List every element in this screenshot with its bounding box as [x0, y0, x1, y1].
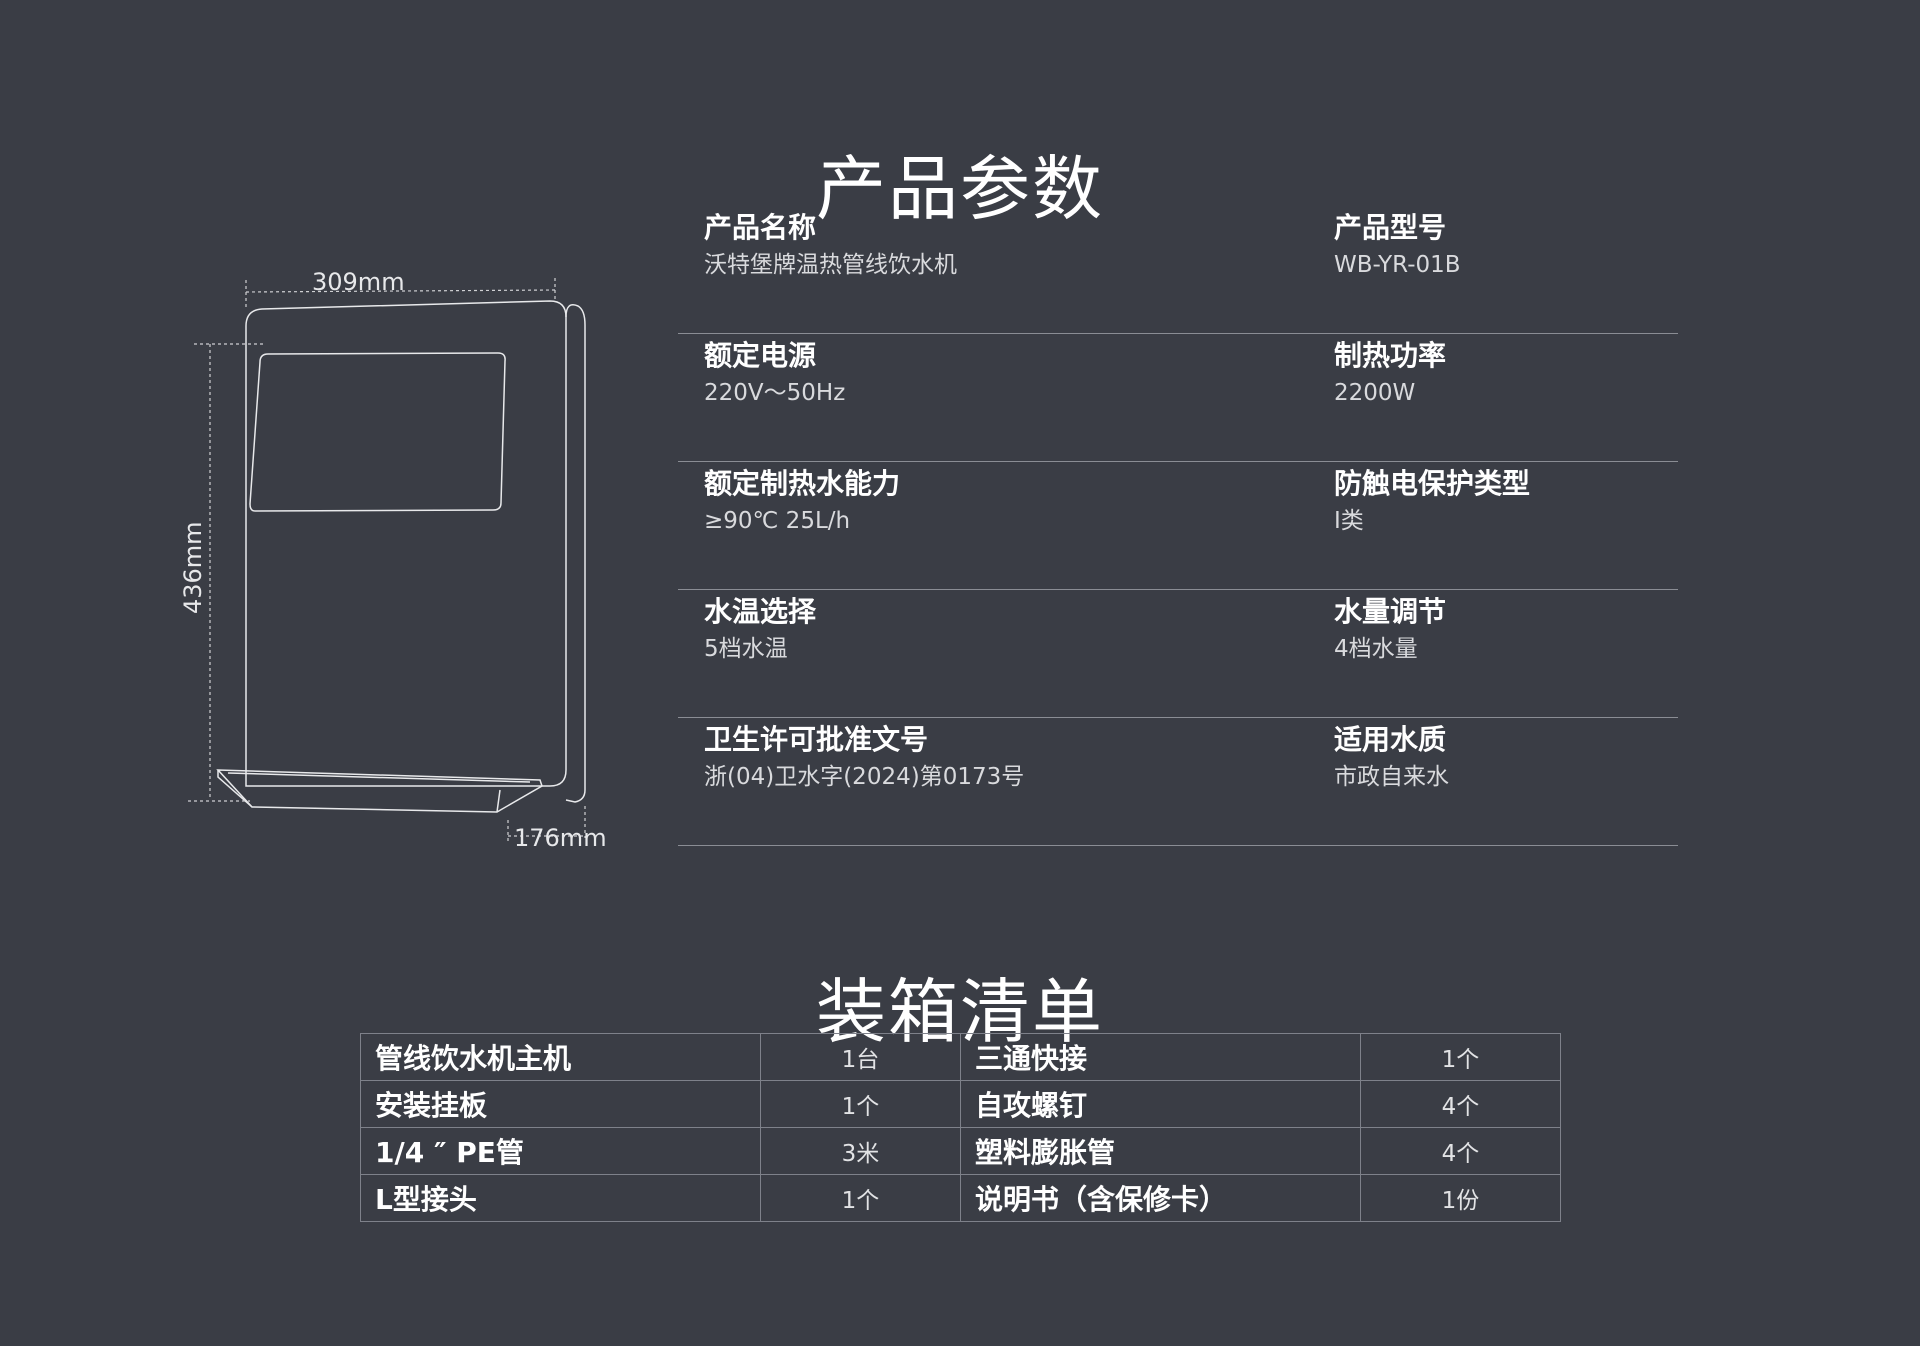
spec-label: 产品名称	[704, 211, 817, 244]
spec-value: 5档水温	[704, 636, 788, 662]
spec-value: 2200W	[1334, 380, 1416, 406]
spec-label: 防触电保护类型	[1334, 467, 1531, 500]
item-quantity: 4个	[1360, 1080, 1561, 1128]
height-dimension-label: 436mm	[179, 521, 207, 614]
spec-item: 制热功率 2200W	[1334, 334, 1446, 405]
item-name: 管线饮水机主机	[360, 1033, 761, 1081]
spec-label: 水温选择	[704, 595, 817, 628]
item-quantity: 4个	[1360, 1127, 1561, 1175]
item-name: 安装挂板	[360, 1080, 761, 1128]
packing-table: 管线饮水机主机 1台 三通快接 1个 安装挂板 1个 自攻螺钉 4个 1/4 ″…	[360, 1033, 1561, 1222]
spec-label: 水量调节	[1334, 595, 1447, 628]
spec-row: 卫生许可批准文号 浙(04)卫水字(2024)第0173号 适用水质 市政自来水	[678, 718, 1678, 846]
spec-value: 沃特堡牌温热管线饮水机	[704, 252, 957, 278]
device-side-outline	[565, 304, 586, 803]
spec-item: 产品型号 WB-YR-01B	[1334, 206, 1461, 277]
width-dimension-label: 309mm	[312, 270, 405, 296]
spec-item: 适用水质 市政自来水	[1334, 718, 1449, 789]
spec-label: 额定电源	[704, 339, 817, 372]
spec-grid: 产品名称 沃特堡牌温热管线饮水机 产品型号 WB-YR-01B 额定电源 220…	[678, 206, 1678, 846]
spec-label: 制热功率	[1334, 339, 1447, 372]
spec-label: 适用水质	[1334, 723, 1447, 756]
spec-label: 产品型号	[1334, 211, 1447, 244]
spec-item: 产品名称 沃特堡牌温热管线饮水机	[704, 206, 957, 277]
item-name: 塑料膨胀管	[960, 1127, 1361, 1175]
spec-label: 额定制热水能力	[704, 467, 901, 500]
table-row: 管线饮水机主机 1台 三通快接 1个	[360, 1033, 1561, 1081]
item-quantity: 1个	[760, 1080, 961, 1128]
spec-row: 额定电源 220V～50Hz 制热功率 2200W	[678, 334, 1678, 462]
spec-value: I类	[1334, 508, 1364, 534]
depth-dimension-label: 176mm	[514, 824, 607, 852]
spec-value: 4档水量	[1334, 636, 1418, 662]
spec-label: 卫生许可批准文号	[704, 723, 929, 756]
item-quantity: 1个	[760, 1174, 961, 1222]
specs-title: 产品参数	[816, 147, 1104, 230]
spec-row: 产品名称 沃特堡牌温热管线饮水机 产品型号 WB-YR-01B	[678, 206, 1678, 334]
item-quantity: 1个	[1360, 1033, 1561, 1081]
table-row: 1/4 ″ PE管 3米 塑料膨胀管 4个	[360, 1127, 1561, 1175]
item-name: 1/4 ″ PE管	[360, 1127, 761, 1175]
item-name: 三通快接	[960, 1033, 1361, 1081]
table-row: 安装挂板 1个 自攻螺钉 4个	[360, 1080, 1561, 1128]
table-row: L型接头 1个 说明书（含保修卡） 1份	[360, 1174, 1561, 1222]
display-panel-outline	[249, 352, 506, 512]
item-name: L型接头	[360, 1174, 761, 1222]
product-dimension-diagram: 309mm 436mm 176mm	[179, 270, 607, 852]
spec-value: 市政自来水	[1334, 764, 1449, 790]
spec-item: 水量调节 4档水量	[1334, 590, 1446, 661]
spec-value: ≥90℃ 25L/h	[704, 508, 851, 534]
spec-value: 220V～50Hz	[704, 380, 846, 406]
spec-item: 额定电源 220V～50Hz	[704, 334, 845, 405]
spec-value: WB-YR-01B	[1334, 252, 1461, 278]
item-quantity: 1份	[1360, 1174, 1561, 1222]
item-quantity: 3米	[760, 1127, 961, 1175]
spec-item: 防触电保护类型 I类	[1334, 462, 1530, 533]
spec-item: 额定制热水能力 ≥90℃ 25L/h	[704, 462, 900, 533]
spec-row: 额定制热水能力 ≥90℃ 25L/h 防触电保护类型 I类	[678, 462, 1678, 590]
device-body-outline	[245, 300, 567, 787]
drip-tray-outline	[216, 769, 543, 813]
item-name: 说明书（含保修卡）	[960, 1174, 1361, 1222]
spec-item: 卫生许可批准文号 浙(04)卫水字(2024)第0173号	[704, 718, 1024, 789]
spec-row: 水温选择 5档水温 水量调节 4档水量	[678, 590, 1678, 718]
item-name: 自攻螺钉	[960, 1080, 1361, 1128]
spec-item: 水温选择 5档水温	[704, 590, 816, 661]
spec-value: 浙(04)卫水字(2024)第0173号	[704, 764, 1025, 790]
item-quantity: 1台	[760, 1033, 961, 1081]
